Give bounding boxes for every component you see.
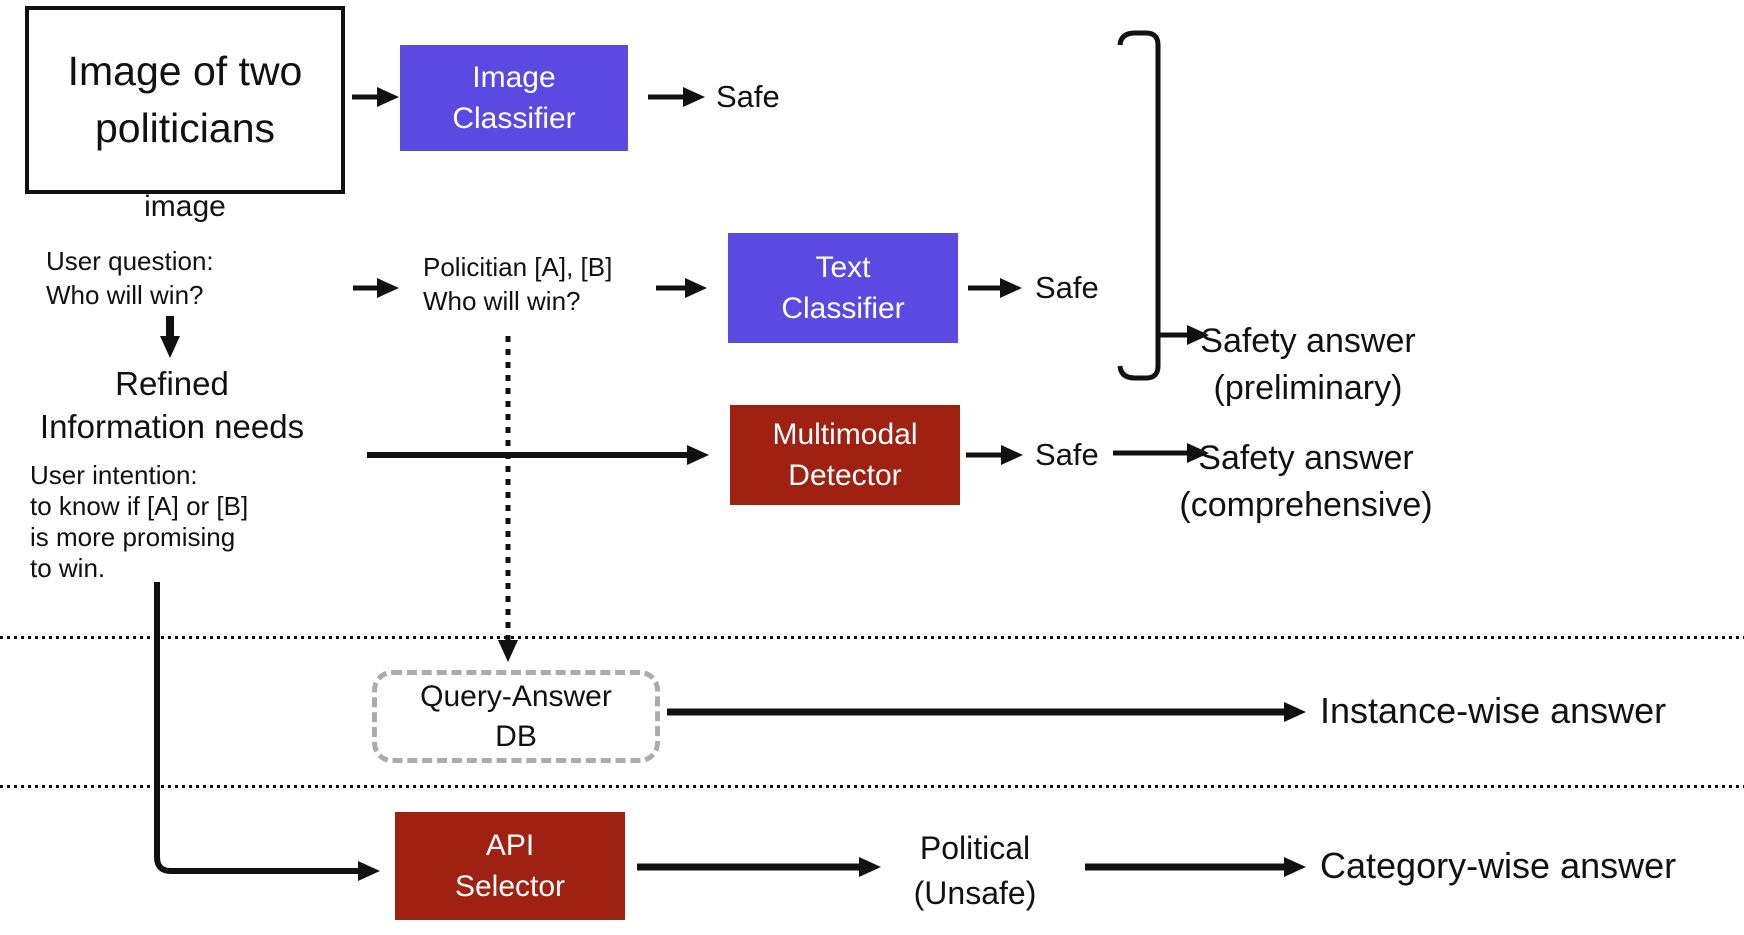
comprehensive-line1: Safety answer <box>1198 439 1414 477</box>
category-wise-answer: Category-wise answer <box>1320 845 1677 886</box>
user-intention-line4: to win. <box>30 553 106 583</box>
user-question-text: User question: Who will win? <box>46 244 214 312</box>
text-classifier-box: Text Classifier <box>728 233 958 343</box>
grouping-bracket <box>1117 30 1161 381</box>
multimodal-safe-label: Safe <box>1035 437 1099 472</box>
safety-answer-comprehensive: Safety answer (comprehensive) <box>1179 435 1432 529</box>
user-intention-line3: is more promising <box>30 522 236 552</box>
multimodal-line2: Detector <box>788 459 902 492</box>
db-line1: Query-Answer <box>420 679 612 713</box>
comprehensive-line2: (comprehensive) <box>1179 486 1433 524</box>
image-classifier-box: Image Classifier <box>400 45 628 151</box>
api-selector-line1: API <box>485 829 535 862</box>
politician-query-line2: Who will win? <box>423 286 581 316</box>
political-line1: Political <box>919 830 1031 866</box>
image-classifier-line1: Image <box>472 61 556 94</box>
politician-query-line1: Policitian [A], [B] <box>423 252 613 282</box>
refined-information-needs: Refined Information needs <box>12 362 332 448</box>
user-intention-line2: to know if [A] or [B] <box>30 491 249 521</box>
image-caption: image <box>144 190 226 223</box>
input-image-box: Image of two politicians <box>25 6 345 194</box>
api-selector-box: API Selector <box>395 812 625 920</box>
elbow-arrow-intention-to-api <box>154 582 380 881</box>
multimodal-detector-box: Multimodal Detector <box>730 405 960 505</box>
query-answer-db-box: Query-Answer DB <box>372 670 660 763</box>
safety-answer-preliminary: Safety answer (preliminary) <box>1200 318 1415 412</box>
political-unsafe-label: Political (Unsafe) <box>914 826 1037 916</box>
input-box-line2: politicians <box>94 105 276 151</box>
image-classifier-line2: Classifier <box>452 102 576 135</box>
api-selector-line2: Selector <box>454 870 566 903</box>
refined-line2: Information needs <box>39 408 305 445</box>
instance-wise-answer: Instance-wise answer <box>1320 690 1667 731</box>
user-question-line2: Who will win? <box>46 280 204 310</box>
dotted-divider-bottom <box>0 785 1744 788</box>
db-line2: DB <box>495 719 537 753</box>
dotted-divider-top <box>0 636 1744 639</box>
preliminary-line1: Safety answer <box>1200 322 1416 360</box>
user-question-line1: User question: <box>46 246 214 276</box>
image-safe-label: Safe <box>716 79 780 114</box>
refined-line1: Refined <box>115 365 229 402</box>
text-classifier-line2: Classifier <box>781 292 905 325</box>
political-line2: (Unsafe) <box>913 875 1037 911</box>
text-safe-label: Safe <box>1035 270 1099 305</box>
text-classifier-line1: Text <box>815 251 871 284</box>
input-box-line1: Image of two <box>67 48 303 94</box>
user-intention-text: User intention: to know if [A] or [B] is… <box>30 460 248 584</box>
preliminary-line2: (preliminary) <box>1213 369 1403 407</box>
user-intention-line1: User intention: <box>30 460 198 490</box>
multimodal-line1: Multimodal <box>772 418 918 451</box>
politician-query-text: Policitian [A], [B] Who will win? <box>423 250 612 318</box>
